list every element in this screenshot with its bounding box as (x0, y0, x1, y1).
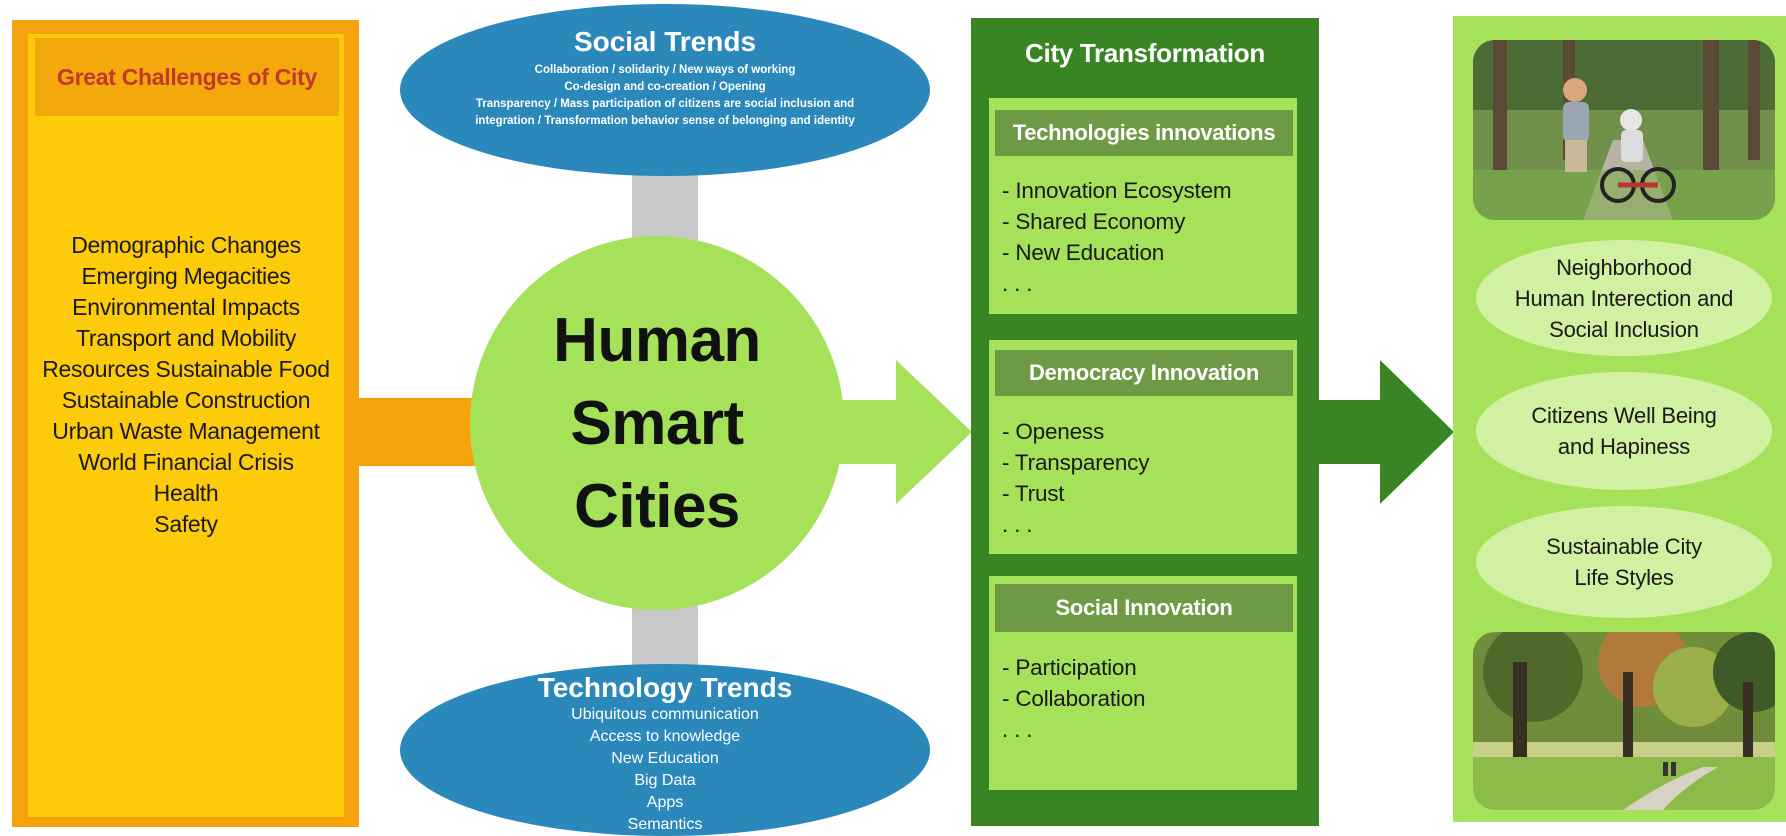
challenge-item: Sustainable Construction (61, 387, 311, 413)
technology-trend-line: Ubiquitous communication (571, 706, 759, 723)
social-trend-line: Transparency / Mass participation of cit… (475, 98, 855, 110)
outcome-line: Citizens Well Being (1531, 403, 1717, 428)
technology-trends-ellipse: Technology Trends Ubiquitous communicati… (400, 664, 930, 836)
outcome-line: and Hapiness (1557, 434, 1691, 459)
social-trends-title: Social Trends (573, 26, 757, 57)
park-illustration (1473, 632, 1775, 810)
list-item: - Transparency (1002, 450, 1150, 475)
social-innovation-list: - Participation - Collaboration . . . (1002, 652, 1292, 745)
social-trends-list: Collaboration / solidarity / New ways of… (420, 62, 910, 130)
neighborhood-outcome: Neighborhood Human Interection and Socia… (1476, 240, 1772, 356)
challenges-title: Great Challenges of City (35, 38, 339, 116)
challenge-item: Emerging Megacities (81, 263, 291, 289)
social-trends-ellipse: Social Trends Collaboration / solidarity… (400, 4, 930, 176)
challenge-item: Health (153, 480, 219, 506)
arrow-right-icon (820, 360, 972, 504)
technology-trend-line: Semantics (627, 816, 703, 833)
technology-trend-line: Big Data (634, 772, 696, 789)
technology-trend-line: New Education (611, 750, 719, 767)
social-trend-line: Collaboration / solidarity / New ways of… (534, 64, 796, 76)
challenge-item: Safety (154, 511, 218, 537)
social-trend-line: Co-design and co-creation / Opening (564, 81, 766, 93)
family-cycling-photo (1473, 40, 1775, 220)
human-smart-cities-circle: Human Smart Cities (470, 236, 844, 610)
challenge-item: Urban Waste Management (52, 418, 320, 444)
list-item: - Innovation Ecosystem (1002, 178, 1232, 203)
list-item: . . . (1002, 717, 1033, 742)
outcome-line: Sustainable City (1546, 534, 1702, 559)
technology-trend-line: Apps (646, 794, 684, 811)
list-item: . . . (1002, 512, 1033, 537)
list-item: - Participation (1002, 655, 1137, 680)
outcome-line: Human Interection and (1514, 285, 1734, 311)
technology-trends-title: Technology Trends (537, 672, 793, 703)
technology-trends-list: Ubiquitous communication Access to knowl… (420, 704, 910, 836)
list-item: - Collaboration (1002, 686, 1146, 711)
center-title-line: Smart (570, 388, 744, 458)
outcome-line: Social Inclusion (1549, 316, 1699, 342)
challenge-item: Demographic Changes (71, 232, 301, 258)
outcome-line: Life Styles (1574, 565, 1674, 590)
challenges-panel-inner (28, 34, 344, 817)
technology-trend-line: Access to knowledge (589, 728, 741, 745)
democracy-innovation-list: - Openess - Transparency - Trust . . . (1002, 416, 1292, 540)
technologies-innovations-list: - Innovation Ecosystem - Shared Economy … (1002, 175, 1292, 299)
list-item: - Openess (1002, 419, 1104, 444)
family-cycling-illustration (1473, 40, 1775, 220)
arrow-right-icon (1316, 360, 1454, 504)
list-item: - Trust (1002, 481, 1065, 506)
democracy-innovation-header: Democracy Innovation (995, 350, 1293, 396)
challenge-item: Resources Sustainable Food (42, 356, 330, 382)
park-photo (1473, 632, 1775, 810)
challenges-list: Demographic Changes Emerging Megacities … (28, 230, 344, 540)
center-title-line: Cities (574, 471, 740, 541)
list-item: . . . (1002, 271, 1033, 296)
social-innovation-header: Social Innovation (995, 584, 1293, 632)
technologies-innovations-header: Technologies innovations (995, 110, 1293, 156)
list-item: - New Education (1002, 240, 1165, 265)
center-title-line: Human (553, 305, 761, 375)
life-styles-outcome: Sustainable City Life Styles (1476, 506, 1772, 618)
social-trend-line: integration / Transformation behavior se… (475, 115, 855, 127)
challenges-connector (358, 398, 484, 466)
challenge-item: Environmental Impacts (72, 294, 300, 320)
well-being-outcome: Citizens Well Being and Hapiness (1476, 372, 1772, 490)
list-item: - Shared Economy (1002, 209, 1186, 234)
challenge-item: Transport and Mobility (75, 325, 297, 351)
city-transformation-title: City Transformation (1025, 38, 1265, 68)
outcome-line: Neighborhood (1556, 254, 1692, 280)
challenge-item: World Financial Crisis (78, 449, 294, 475)
